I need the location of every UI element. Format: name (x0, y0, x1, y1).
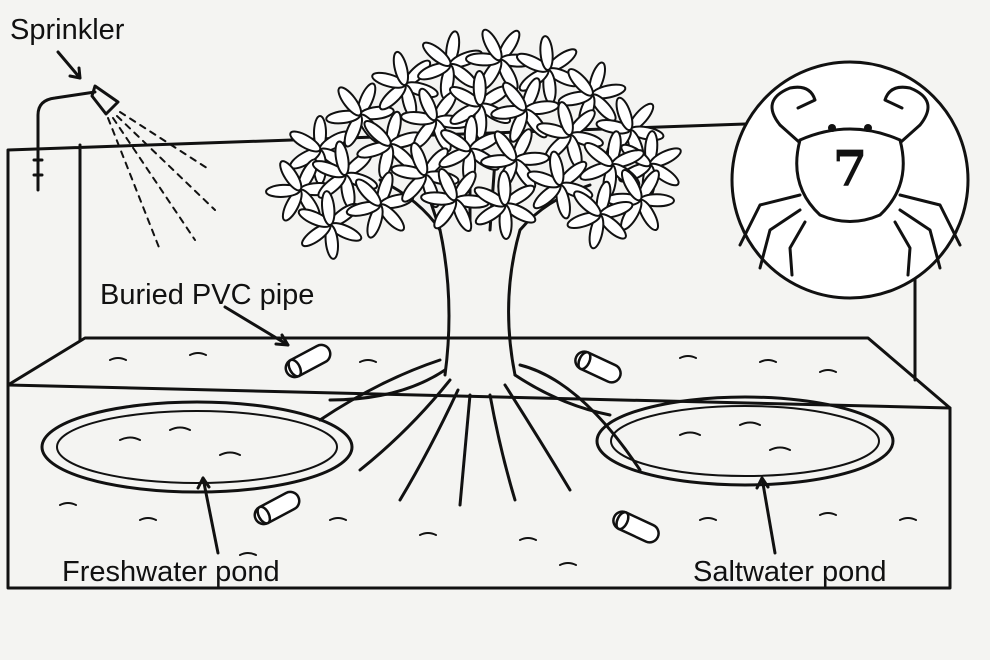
crab-badge-number: 7 (833, 139, 868, 198)
buried-pipe-label: Buried PVC pipe (100, 281, 314, 310)
sprinkler-icon (34, 86, 215, 250)
saltwater-pond-label: Saltwater pond (693, 558, 886, 587)
sprinkler-arrow (58, 52, 80, 78)
pvc-pipe-icon (252, 342, 662, 546)
crab-icon: 7 (732, 62, 968, 298)
tree-icon (256, 14, 686, 271)
freshwater-pond-label: Freshwater pond (62, 558, 280, 587)
enclosure-ground (8, 338, 950, 588)
freshwater-pointer (198, 478, 218, 553)
saltwater-pointer (757, 478, 775, 553)
freshwater-pond (42, 402, 352, 492)
saltwater-pond (597, 397, 893, 485)
tree-roots (320, 360, 640, 505)
sprinkler-label: Sprinkler (10, 16, 124, 45)
